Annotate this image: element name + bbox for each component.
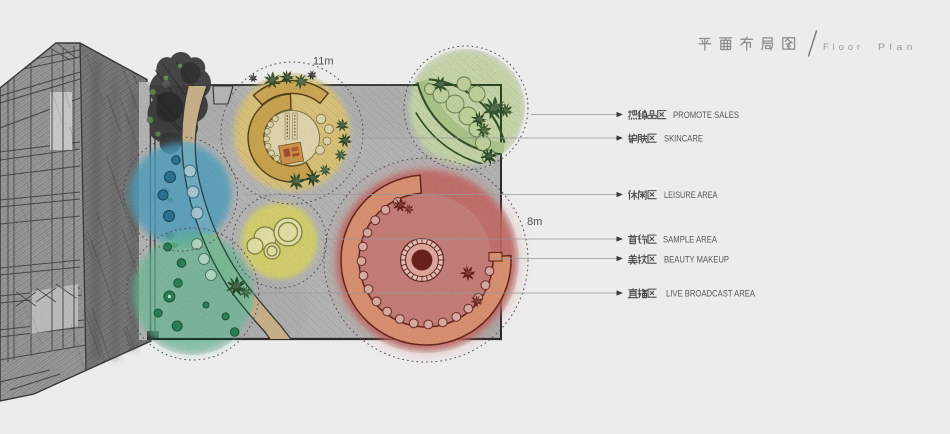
svg-text:SKINCARE: SKINCARE	[664, 134, 703, 145]
svg-text:Floor: Floor	[823, 42, 864, 53]
svg-text:LIVE BROADCAST AREA: LIVE BROADCAST AREA	[666, 289, 756, 300]
svg-text:11m: 11m	[313, 56, 334, 68]
svg-text:SAMPLE AREA: SAMPLE AREA	[663, 235, 718, 246]
svg-text:LEISURE AREA: LEISURE AREA	[664, 190, 718, 201]
svg-text:PROMOTE SALES: PROMOTE SALES	[673, 110, 739, 121]
svg-text:Plan: Plan	[878, 42, 917, 53]
svg-text:8m: 8m	[527, 216, 542, 228]
svg-text:BEAUTY MAKEUP: BEAUTY MAKEUP	[664, 255, 729, 266]
